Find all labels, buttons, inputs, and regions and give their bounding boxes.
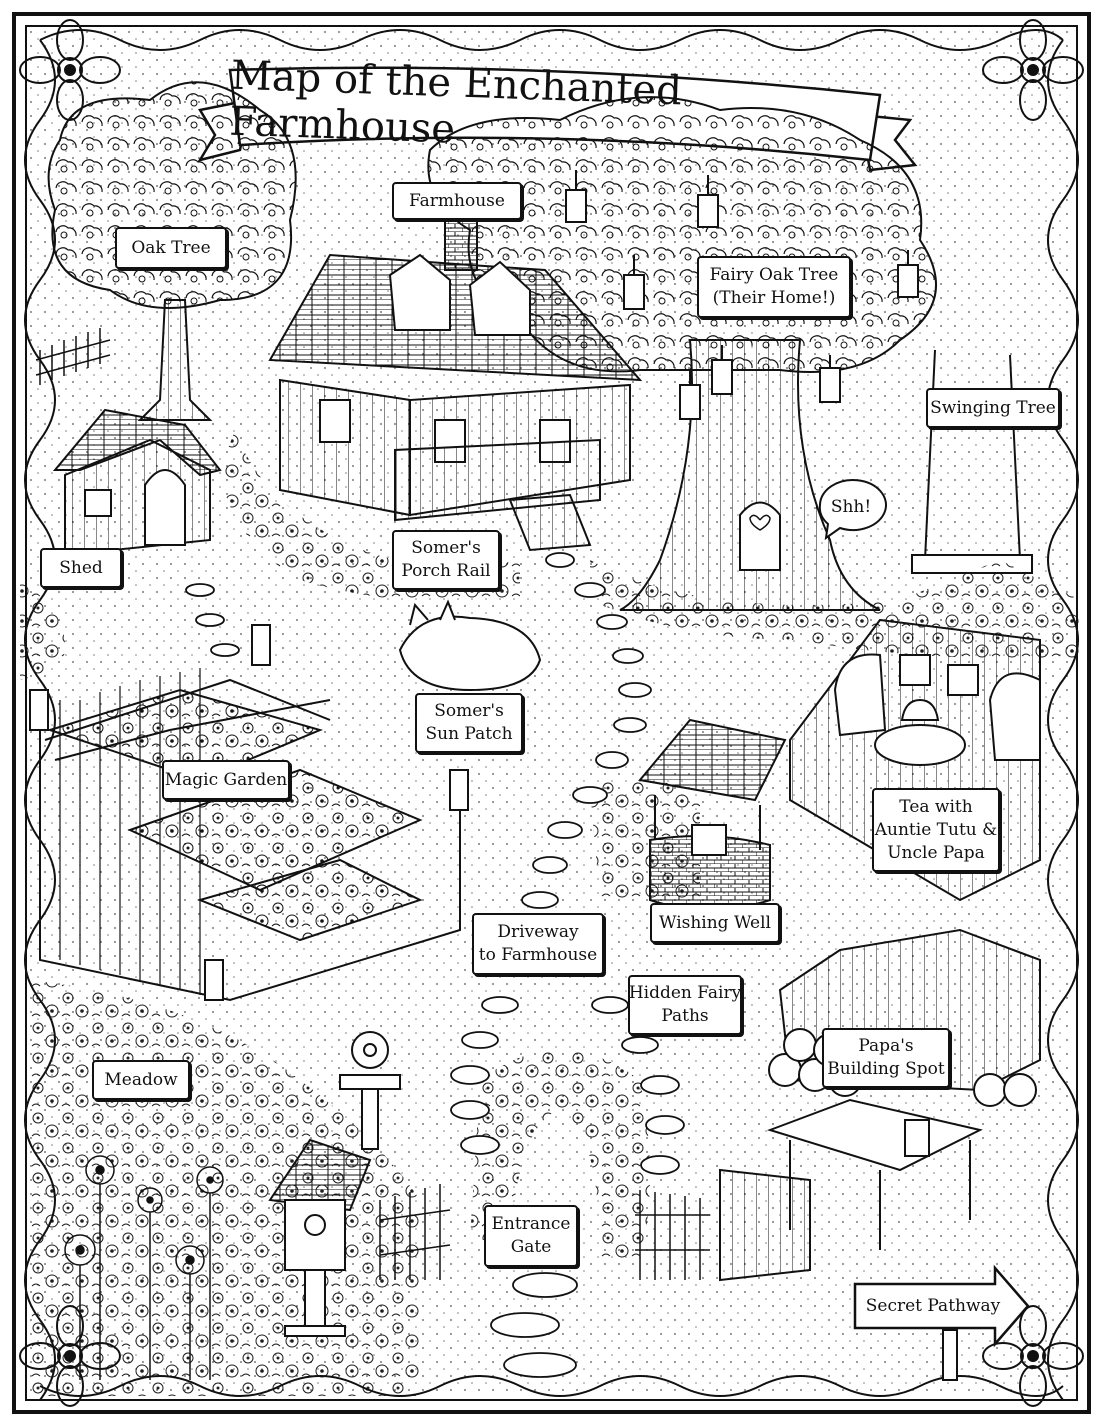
label-sun-patch[interactable]: Somer's Sun Patch (415, 693, 523, 753)
entrance-fence (379, 1184, 710, 1280)
oak-tree-icon (47, 81, 297, 421)
signpost-icon (339, 1031, 401, 1150)
label-fairy-oak-tree[interactable]: Fairy Oak Tree (Their Home!) (697, 256, 851, 318)
label-secret-pathway[interactable]: Secret Pathway (865, 1296, 1001, 1316)
label-oak-tree[interactable]: Oak Tree (115, 227, 227, 269)
label-entrance-gate[interactable]: Entrance Gate (484, 1205, 578, 1267)
speech-bubble (818, 479, 887, 541)
stepping-stones (185, 552, 685, 1378)
wishing-well-icon (638, 718, 787, 911)
meadow-flowers (64, 1155, 224, 1380)
label-magic-garden[interactable]: Magic Garden (162, 760, 290, 800)
speech-bubble-text: Shh! (830, 497, 872, 517)
secret-pathway-arrow-icon (853, 1264, 1030, 1348)
label-swinging-tree[interactable]: Swinging Tree (926, 388, 1060, 428)
shed-icon (52, 408, 222, 557)
label-farmhouse[interactable]: Farmhouse (392, 182, 522, 220)
label-tea-with-auntie-tutu[interactable]: Tea with Auntie Tutu & Uncle Papa (872, 788, 1000, 872)
label-wishing-well[interactable]: Wishing Well (650, 903, 780, 943)
label-porch-rail[interactable]: Somer's Porch Rail (392, 530, 500, 590)
farmhouse-icon (268, 219, 643, 552)
lantern-icon (565, 170, 919, 420)
label-papas-building-spot[interactable]: Papa's Building Spot (822, 1028, 950, 1088)
label-driveway[interactable]: Driveway to Farmhouse (472, 913, 604, 975)
page-title: Map of the Enchanted Farmhouse (228, 52, 683, 153)
picket-fence (35, 328, 111, 385)
label-meadow[interactable]: Meadow (92, 1060, 190, 1100)
map-title-banner: Map of the Enchanted Farmhouse (229, 53, 880, 160)
label-shed[interactable]: Shed (40, 548, 122, 588)
birdhouse-icon (268, 1138, 372, 1337)
label-hidden-fairy-paths[interactable]: Hidden Fairy Paths (628, 975, 742, 1035)
cat-icon (398, 599, 542, 692)
magic-garden-icon (29, 624, 469, 1002)
